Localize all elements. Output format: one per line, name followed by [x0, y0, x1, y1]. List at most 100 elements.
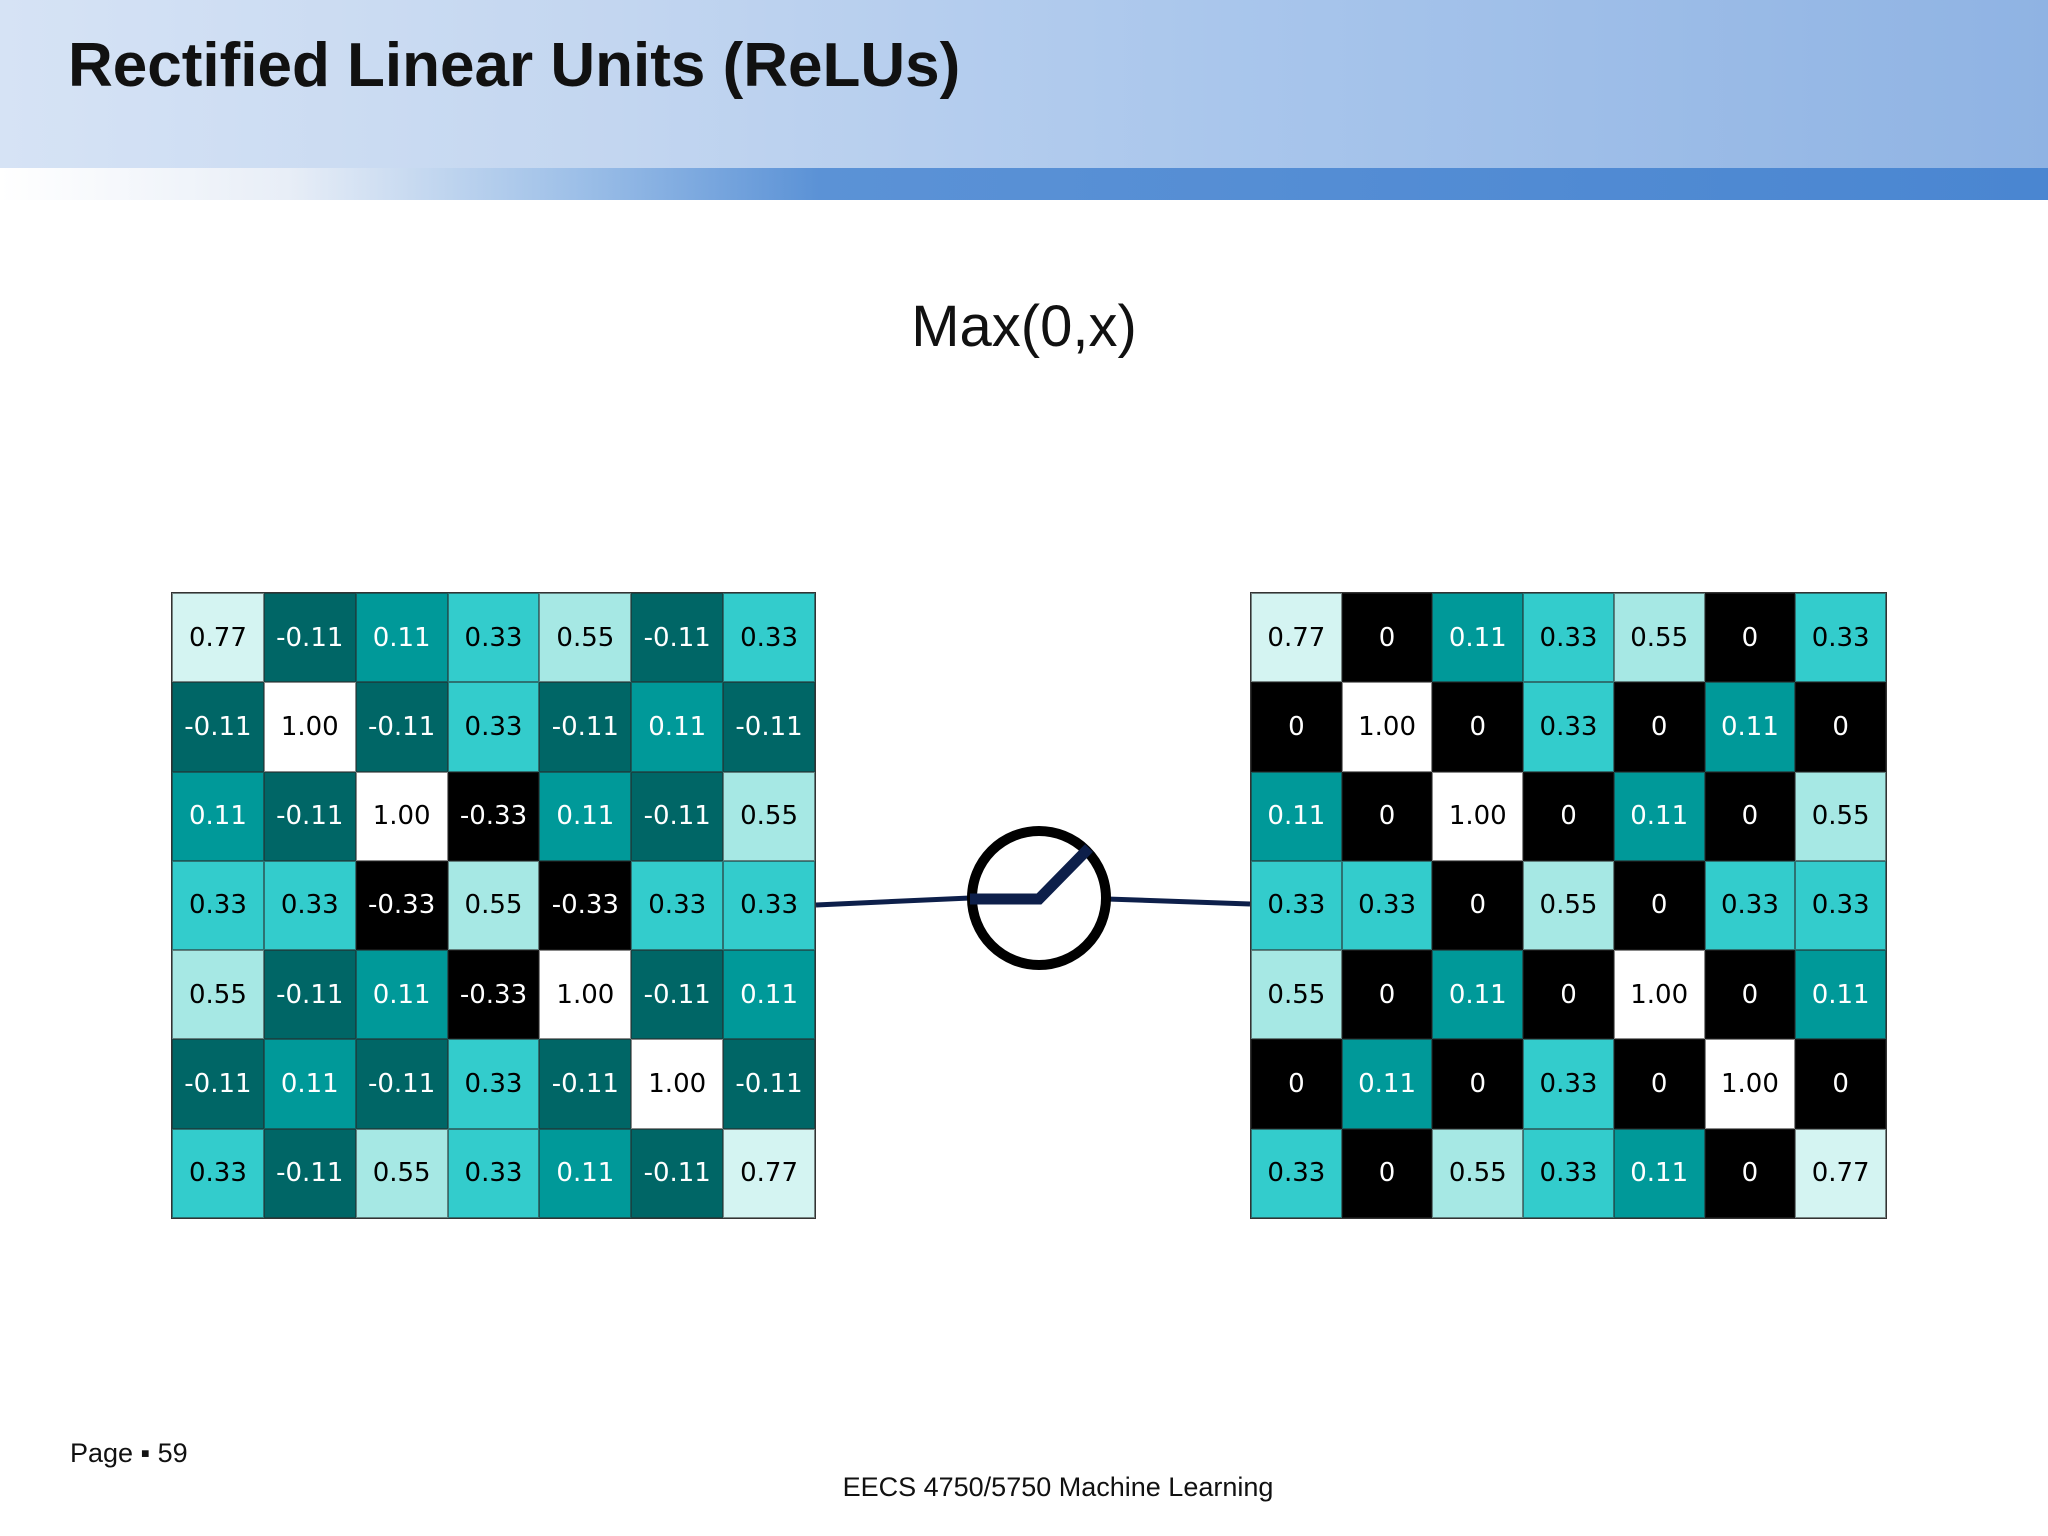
matrix-cell: 0	[1704, 1128, 1796, 1218]
matrix-cell: 0.33	[1523, 593, 1614, 683]
matrix-cell: 0	[1523, 950, 1614, 1040]
matrix-cell: 1.00	[355, 771, 448, 861]
matrix-cell: 0.11	[1251, 771, 1342, 861]
matrix-cell: 0.11	[539, 1128, 632, 1218]
course-footer: EECS 4750/5750 Machine Learning	[842, 1472, 1274, 1502]
matrix-cell: -0.33	[447, 950, 540, 1040]
matrix-cell: 0.11	[1613, 771, 1705, 861]
matrix-cell: 0.33	[447, 593, 540, 683]
matrix-cell: -0.11	[539, 682, 632, 772]
matrix-cell: 0.55	[447, 860, 540, 951]
matrix-cell: 0.11	[172, 771, 264, 861]
matrix-cell: 0.33	[723, 593, 815, 683]
matrix-cell: 0.33	[447, 682, 540, 772]
matrix-cell: 0.77	[1795, 1128, 1886, 1218]
matrix-cell: 0.33	[1795, 860, 1886, 951]
matrix-cell: -0.11	[263, 771, 356, 861]
matrix-cell: 0	[1432, 1039, 1524, 1129]
matrix-cell: 0	[1251, 682, 1342, 772]
matrix-cell: 0.33	[172, 1128, 264, 1218]
matrix-cell: 0	[1795, 682, 1886, 772]
matrix-cell: 0	[1523, 771, 1614, 861]
matrix-cell: 0.55	[723, 771, 815, 861]
matrix-cell: 0.55	[1251, 950, 1342, 1040]
matrix-cell: 0.11	[723, 950, 815, 1040]
matrix-cell: 0	[1795, 1039, 1886, 1129]
matrix-cell: 0.33	[1704, 860, 1796, 951]
matrix-cell: 0	[1704, 771, 1796, 861]
matrix-cell: 0.33	[172, 860, 264, 951]
matrix-cell: 0.33	[631, 860, 724, 951]
matrix-cell: -0.11	[631, 950, 724, 1040]
slide-title: Rectified Linear Units (ReLUs)	[68, 31, 961, 100]
matrix-cell: -0.11	[631, 593, 724, 683]
matrix-cell: -0.11	[539, 1039, 632, 1129]
matrix-cell: 0	[1251, 1039, 1342, 1129]
matrix-cell: 0.11	[1704, 682, 1796, 772]
matrix-cell: 0.11	[631, 682, 724, 772]
matrix-cell: 0	[1613, 860, 1705, 951]
matrix-cell: 0.33	[263, 860, 356, 951]
matrix-cell: 0.11	[539, 771, 632, 861]
slide-header-band	[0, 168, 2048, 200]
matrix-cell: 0	[1432, 682, 1524, 772]
matrix-cell: -0.11	[723, 682, 815, 772]
matrix-cell: 0.55	[172, 950, 264, 1040]
matrix-cell: 1.00	[1432, 771, 1524, 861]
matrix-cell: -0.11	[172, 682, 264, 772]
matrix-cell: 0	[1704, 950, 1796, 1040]
matrix-cell: -0.11	[631, 1128, 724, 1218]
slide-header-background	[0, 0, 2048, 168]
matrix-cell: -0.33	[355, 860, 448, 951]
matrix-cell: 0.33	[447, 1128, 540, 1218]
matrix-cell: -0.11	[263, 1128, 356, 1218]
matrix-cell: 1.00	[631, 1039, 724, 1129]
matrix-cell: 0.33	[1251, 1128, 1342, 1218]
matrix-cell: 0.11	[1432, 593, 1524, 683]
matrix-cell: 0.11	[263, 1039, 356, 1129]
matrix-cell: 0.77	[172, 593, 264, 683]
matrix-cell: 0.11	[355, 950, 448, 1040]
matrix-cell: 0.55	[355, 1128, 448, 1218]
matrix-cell: 0	[1613, 682, 1705, 772]
matrix-cell: 1.00	[1704, 1039, 1796, 1129]
matrix-cell: 0.33	[1523, 1039, 1614, 1129]
matrix-cell: -0.33	[539, 860, 632, 951]
matrix-cell: 0.55	[1795, 771, 1886, 861]
matrix-cell: 0	[1341, 1128, 1433, 1218]
matrix-cell: -0.33	[447, 771, 540, 861]
matrix-cell: -0.11	[172, 1039, 264, 1129]
matrix-cell: 1.00	[263, 682, 356, 772]
matrix-cell: 0.11	[1341, 1039, 1433, 1129]
matrix-cell: 1.00	[539, 950, 632, 1040]
matrix-cell: 0.33	[1795, 593, 1886, 683]
matrix-cell: 0	[1341, 950, 1433, 1040]
matrix-cell: 0.11	[1432, 950, 1524, 1040]
matrix-cell: -0.11	[355, 1039, 448, 1129]
matrix-cell: -0.11	[723, 1039, 815, 1129]
relu-curve-icon	[970, 844, 1093, 905]
matrix-cell: 0.11	[1795, 950, 1886, 1040]
matrix-cell: 1.00	[1613, 950, 1705, 1040]
matrix-cell: 0	[1341, 593, 1433, 683]
matrix-cell: 0.55	[1523, 860, 1614, 951]
matrix-cell: 0.33	[723, 860, 815, 951]
matrix-cell: 0.77	[723, 1128, 815, 1218]
matrix-cell: 0	[1613, 1039, 1705, 1129]
matrix-cell: 0.33	[447, 1039, 540, 1129]
matrix-cell: 0	[1341, 771, 1433, 861]
matrix-cell: 0.33	[1523, 1128, 1614, 1218]
matrix-cell: 0.33	[1341, 860, 1433, 951]
matrix-cell: 0	[1704, 593, 1796, 683]
matrix-cell: 0.33	[1523, 682, 1614, 772]
matrix-cell: 0.33	[1251, 860, 1342, 951]
matrix-cell: 0.77	[1251, 593, 1342, 683]
matrix-cell: 0.55	[539, 593, 632, 683]
matrix-cell: -0.11	[355, 682, 448, 772]
matrix-cell: -0.11	[631, 771, 724, 861]
page-number: Page ▪ 59	[70, 1438, 188, 1468]
input-connector-line	[815, 895, 971, 908]
